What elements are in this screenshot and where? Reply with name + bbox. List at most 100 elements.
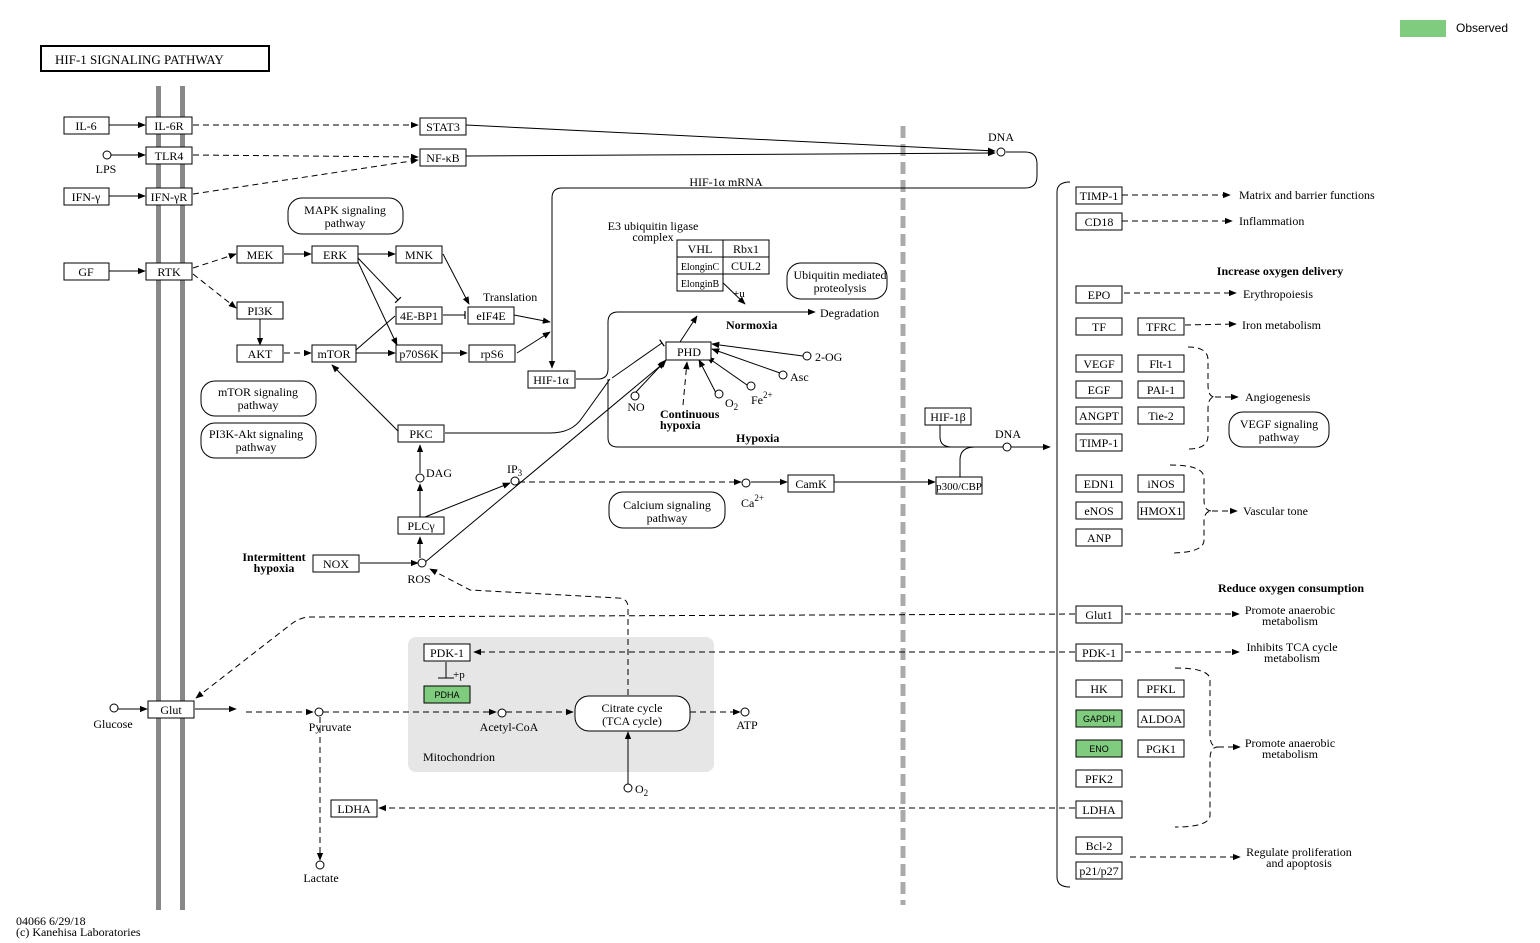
svg-text:GF: GF: [78, 265, 94, 279]
label-o2-mito: O2: [635, 782, 648, 798]
gene-box-elonginb[interactable]: ElonginB: [676, 273, 724, 292]
svg-text:mTOR: mTOR: [317, 347, 350, 361]
label-lactate: Lactate: [303, 871, 338, 885]
svg-text:IFN-γR: IFN-γR: [151, 190, 188, 204]
gene-box-epo[interactable]: EPO: [1075, 285, 1123, 304]
pathway-link-mtor[interactable]: mTOR signaling pathway: [200, 380, 317, 417]
svg-text:GAPDH: GAPDH: [1083, 714, 1115, 724]
gene-box-cd18[interactable]: CD18: [1075, 212, 1123, 231]
gene-box-enos[interactable]: eNOS: [1075, 501, 1123, 520]
gene-box-bcl2[interactable]: Bcl-2: [1075, 836, 1123, 855]
gene-box-anp[interactable]: ANP: [1075, 528, 1123, 547]
gene-box-p300[interactable]: p300/CBP: [935, 476, 983, 495]
pathway-link-ubiquitin[interactable]: Ubiquitin mediated proteolysis: [786, 262, 888, 300]
gene-box-ifngr[interactable]: IFN-γR: [145, 187, 193, 206]
heading-increase-oxygen: Increase oxygen delivery: [1217, 264, 1343, 278]
outcome-apoptosis: and apoptosis: [1266, 856, 1332, 870]
gene-box-hif1a[interactable]: HIF-1α: [527, 370, 576, 389]
gene-box-rtk[interactable]: RTK: [145, 262, 193, 281]
svg-text:NOX: NOX: [323, 557, 349, 571]
pathway-link-tca[interactable]: Citrate cycle (TCA cycle): [574, 695, 691, 732]
svg-text:iNOS: iNOS: [1147, 477, 1174, 491]
gene-box-pdk1[interactable]: PDK-1: [423, 643, 471, 662]
svg-text:IFN-γ: IFN-γ: [72, 190, 101, 204]
gene-box-4ebp1[interactable]: 4E-BP1: [395, 306, 443, 325]
gene-box-pdk1-right[interactable]: PDK-1: [1075, 643, 1123, 662]
gene-box-gf[interactable]: GF: [63, 262, 110, 281]
gene-box-pkc[interactable]: PKC: [397, 424, 445, 443]
gene-box-timp1b[interactable]: TIMP-1: [1075, 433, 1123, 452]
gene-box-pi3k[interactable]: PI3K: [236, 301, 284, 320]
outcome-tca-inhibit: Inhibits TCA cycle: [1246, 640, 1337, 654]
pathway-link-mapk[interactable]: MAPK signaling pathway: [287, 197, 404, 235]
gene-box-ldha[interactable]: LDHA: [330, 799, 378, 818]
label-continuous: Continuous: [660, 407, 720, 421]
gene-box-tfrc[interactable]: TFRC: [1137, 317, 1185, 336]
gene-box-edn1[interactable]: EDN1: [1075, 474, 1123, 493]
gene-box-mtor[interactable]: mTOR: [311, 344, 357, 363]
gene-box-pdha[interactable]: PDHA: [423, 685, 471, 704]
gene-box-hmox1[interactable]: HMOX1: [1137, 501, 1185, 520]
gene-box-glut[interactable]: Glut: [147, 700, 195, 719]
svg-text:VEGF signaling: VEGF signaling: [1240, 417, 1318, 431]
gene-box-phd[interactable]: PHD: [665, 341, 712, 361]
gene-box-pfk2[interactable]: PFK2: [1075, 769, 1123, 788]
gene-box-akt[interactable]: AKT: [236, 344, 284, 363]
gene-box-il6r[interactable]: IL-6R: [145, 116, 193, 135]
gene-box-pai1[interactable]: PAI-1: [1137, 380, 1185, 399]
gene-box-mnk[interactable]: MNK: [395, 245, 443, 264]
gene-box-ldha-right[interactable]: LDHA: [1075, 800, 1123, 819]
gene-box-plcg[interactable]: PLCγ: [397, 516, 445, 535]
pathway-link-calcium[interactable]: Calcium signaling pathway: [608, 491, 726, 529]
outcome-anaerobic-1: Promote anaerobic: [1245, 603, 1335, 617]
gene-box-ifng[interactable]: IFN-γ: [63, 187, 110, 206]
gene-box-angpt[interactable]: ANGPT: [1075, 406, 1123, 425]
gene-box-hif1b[interactable]: HIF-1β: [924, 407, 972, 426]
gene-box-glut1[interactable]: Glut1: [1075, 605, 1123, 624]
gene-box-pfkl[interactable]: PFKL: [1137, 679, 1185, 698]
gene-box-tlr4[interactable]: TLR4: [145, 146, 193, 165]
gene-box-gapdh[interactable]: GAPDH: [1075, 709, 1123, 728]
svg-text:MAPK signaling: MAPK signaling: [304, 203, 386, 217]
gene-box-il6[interactable]: IL-6: [63, 116, 110, 135]
gene-box-tf[interactable]: TF: [1075, 317, 1123, 336]
gene-box-tie2[interactable]: Tie-2: [1137, 406, 1185, 425]
gene-box-cul2[interactable]: CUL2: [722, 256, 770, 275]
outcome-anaerobic-1b: metabolism: [1262, 614, 1319, 628]
gene-box-p21[interactable]: p21/p27: [1075, 861, 1123, 880]
gene-box-elonginc[interactable]: ElonginC: [676, 256, 724, 275]
gene-box-rps6[interactable]: rpS6: [468, 344, 516, 363]
gene-box-nox[interactable]: NOX: [312, 554, 360, 573]
gene-box-eif4e[interactable]: eIF4E: [467, 306, 515, 325]
gene-box-stat3[interactable]: STAT3: [419, 117, 467, 136]
svg-text:VHL: VHL: [688, 242, 713, 256]
outcome-erythropoiesis: Erythropoiesis: [1243, 287, 1313, 301]
svg-text:pathway: pathway: [647, 511, 688, 525]
pathway-link-vegf[interactable]: VEGF signaling pathway: [1228, 411, 1330, 448]
label-dag: DAG: [426, 466, 452, 480]
gene-box-erk[interactable]: ERK: [311, 245, 359, 264]
gene-box-camk[interactable]: CamK: [787, 474, 835, 493]
gene-box-flt1[interactable]: Flt-1: [1137, 354, 1185, 373]
svg-text:MEK: MEK: [247, 248, 274, 262]
gene-box-vegf[interactable]: VEGF: [1075, 354, 1123, 373]
pathway-link-pi3k-akt[interactable]: PI3K-Akt signaling pathway: [200, 422, 317, 459]
gene-box-inos[interactable]: iNOS: [1137, 474, 1185, 493]
outcome-proliferation: Regulate proliferation: [1246, 845, 1352, 859]
gene-box-nfkb[interactable]: NF-κB: [419, 148, 467, 167]
gene-box-hk[interactable]: HK: [1075, 679, 1123, 698]
gene-box-eno[interactable]: ENO: [1075, 739, 1123, 758]
gene-box-p70s6k[interactable]: p70S6K: [395, 344, 443, 363]
gene-box-mek[interactable]: MEK: [236, 245, 284, 264]
gene-box-timp1[interactable]: TIMP-1: [1075, 186, 1123, 205]
gene-box-egf[interactable]: EGF: [1075, 380, 1123, 399]
svg-text:p70S6K: p70S6K: [399, 347, 439, 361]
mitochondrion: [408, 637, 714, 772]
svg-text:HMOX1: HMOX1: [1140, 504, 1183, 518]
gene-box-pgk1[interactable]: PGK1: [1137, 739, 1185, 758]
gene-box-vhl[interactable]: VHL: [676, 239, 724, 258]
gene-box-rbx1[interactable]: Rbx1: [722, 239, 770, 258]
svg-text:EGF: EGF: [1088, 383, 1111, 397]
gene-box-aldoa[interactable]: ALDOA: [1137, 709, 1185, 728]
